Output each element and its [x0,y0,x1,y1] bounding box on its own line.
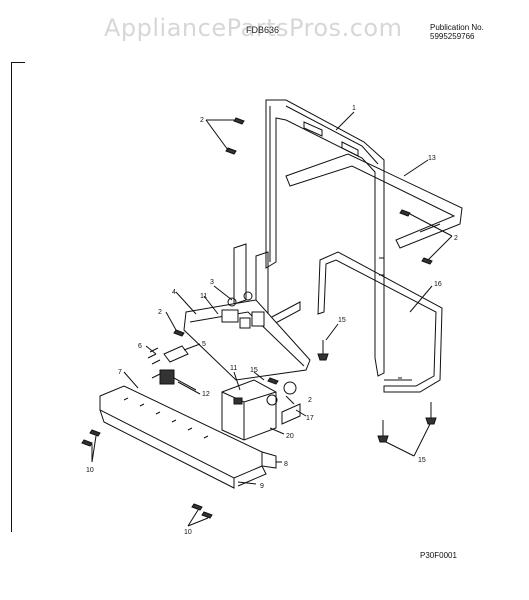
figure-code: P30F0001 [420,551,457,560]
frame-corner-top [11,62,25,63]
callout-15-lower: 15 [250,367,258,374]
callout-15-bottom: 15 [418,457,426,464]
callout-5: 5 [202,341,206,348]
screw-icon-group [81,117,437,519]
callout-9: 9 [260,483,264,490]
publication-label: Publication No. [430,23,484,32]
callout-2-left: 2 [158,309,162,316]
callout-15-middle: 15 [338,317,346,324]
callout-13: 13 [428,155,436,162]
switch-assembly [147,345,197,391]
callout-labels: 1 2 2 2 2 3 4 5 6 7 8 9 10 10 11 11 12 1… [86,105,458,536]
callout-1: 1 [352,105,356,112]
rear-rail [285,153,463,249]
callout-8: 8 [284,461,288,468]
callout-7: 7 [118,369,122,376]
callout-3: 3 [210,279,214,286]
model-number: FDB636 [246,25,280,35]
callout-17: 17 [306,415,314,422]
detergent-module [221,379,301,441]
callout-11-lower: 11 [230,365,237,372]
callout-10-left: 10 [86,467,94,474]
callout-11-top: 11 [200,293,207,300]
callout-20: 20 [286,433,294,440]
callout-2-top: 2 [200,117,204,124]
callout-6: 6 [138,343,142,350]
watermark: AppliancePartsPros.com [104,14,403,42]
publication-number: 5995259766 [430,32,475,41]
callout-4: 4 [172,289,176,296]
callout-12: 12 [202,391,210,398]
clip [261,451,277,469]
callout-10-bottom: 10 [184,529,192,536]
leader-lines [91,111,453,527]
frame-border-left [11,62,12,532]
callout-2-lower: 2 [308,397,312,404]
callout-16: 16 [434,281,442,288]
publication-block: Publication No. 5995259766 [430,23,484,41]
rack-rail [317,251,443,393]
control-panel [183,291,311,381]
callout-2-right: 2 [454,235,458,242]
